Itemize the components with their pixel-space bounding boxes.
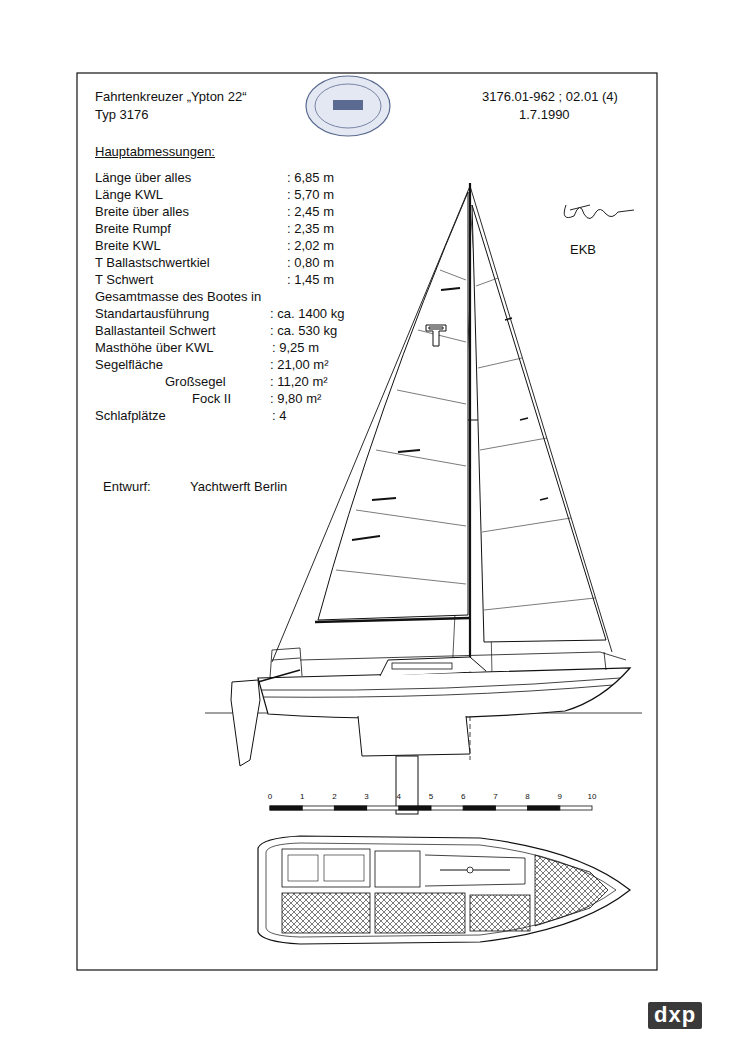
spec-value: : 9,80 m² <box>270 392 321 407</box>
spec-value: : ca. 530 kg <box>270 324 337 339</box>
spec-name: Länge über alles <box>95 171 191 186</box>
mainsail <box>315 192 470 622</box>
scale-number: 7 <box>493 792 497 801</box>
signature-initials: EKB <box>570 243 596 258</box>
spec-name: Schlafplätze <box>95 409 166 424</box>
hull-plan <box>258 836 630 944</box>
scale-number: 1 <box>300 792 304 801</box>
spec-name: Länge KWL <box>95 188 163 203</box>
spec-name: Ballastanteil Schwert <box>95 324 216 339</box>
watermark: dxp <box>648 1002 702 1029</box>
spec-name: Masthöhe über KWL <box>95 341 214 356</box>
drawing-title: Fahrtenkreuzer „Ypton 22“ <box>95 90 247 105</box>
spec-name: Segelfläche <box>95 358 163 373</box>
spec-name: Breite über alles <box>95 205 189 220</box>
design-caption: Entwurf: <box>103 480 151 495</box>
stamp <box>306 76 390 136</box>
spec-name: Gesamtmasse des Bootes in <box>95 290 261 305</box>
spec-value: : 6,85 m <box>287 171 334 186</box>
scale-number: 3 <box>364 792 368 801</box>
jib <box>472 205 606 642</box>
hull-side <box>205 648 642 814</box>
scale-bar <box>270 806 592 810</box>
page-frame <box>77 73 657 970</box>
spec-name: Fock II <box>192 392 231 407</box>
spec-name: Standartausführung <box>95 307 209 322</box>
signature <box>564 205 634 219</box>
scale-number: 2 <box>332 792 336 801</box>
spec-name: T Schwert <box>95 273 153 288</box>
spec-value: : 9,25 m <box>272 341 319 356</box>
spec-value: : 4 <box>272 409 286 424</box>
scale-number: 10 <box>588 792 597 801</box>
spec-name: Breite KWL <box>95 239 161 254</box>
designer-name: Yachtwerft Berlin <box>190 480 287 495</box>
scale-number: 0 <box>268 792 272 801</box>
spec-value: : 1,45 m <box>287 273 334 288</box>
spec-value: : 11,20 m² <box>270 375 328 390</box>
drawing-number: 3176.01-962 ; 02.01 (4) <box>482 90 618 105</box>
spec-value: : 5,70 m <box>287 188 334 203</box>
spec-value: : 2,35 m <box>287 222 334 237</box>
spec-value: : 2,02 m <box>287 239 334 254</box>
scale-number: 5 <box>429 792 433 801</box>
type-number: Typ 3176 <box>95 108 149 123</box>
spec-name: T Ballastschwertkiel <box>95 256 210 271</box>
mast <box>469 183 471 674</box>
date: 1.7.1990 <box>519 108 570 123</box>
spec-name: Breite Rumpf <box>95 222 171 237</box>
scale-number: 6 <box>461 792 465 801</box>
spec-value: : 2,45 m <box>287 205 334 220</box>
spec-name: Großsegel <box>165 375 226 390</box>
section-heading: Hauptabmessungen: <box>95 145 215 160</box>
scale-number: 9 <box>558 792 562 801</box>
scale-number: 8 <box>525 792 529 801</box>
spec-value: : ca. 1400 kg <box>270 307 344 322</box>
spec-value: : 21,00 m² <box>270 358 329 373</box>
rig <box>272 186 612 676</box>
spec-value: : 0,80 m <box>287 256 334 271</box>
scale-number: 4 <box>397 792 401 801</box>
